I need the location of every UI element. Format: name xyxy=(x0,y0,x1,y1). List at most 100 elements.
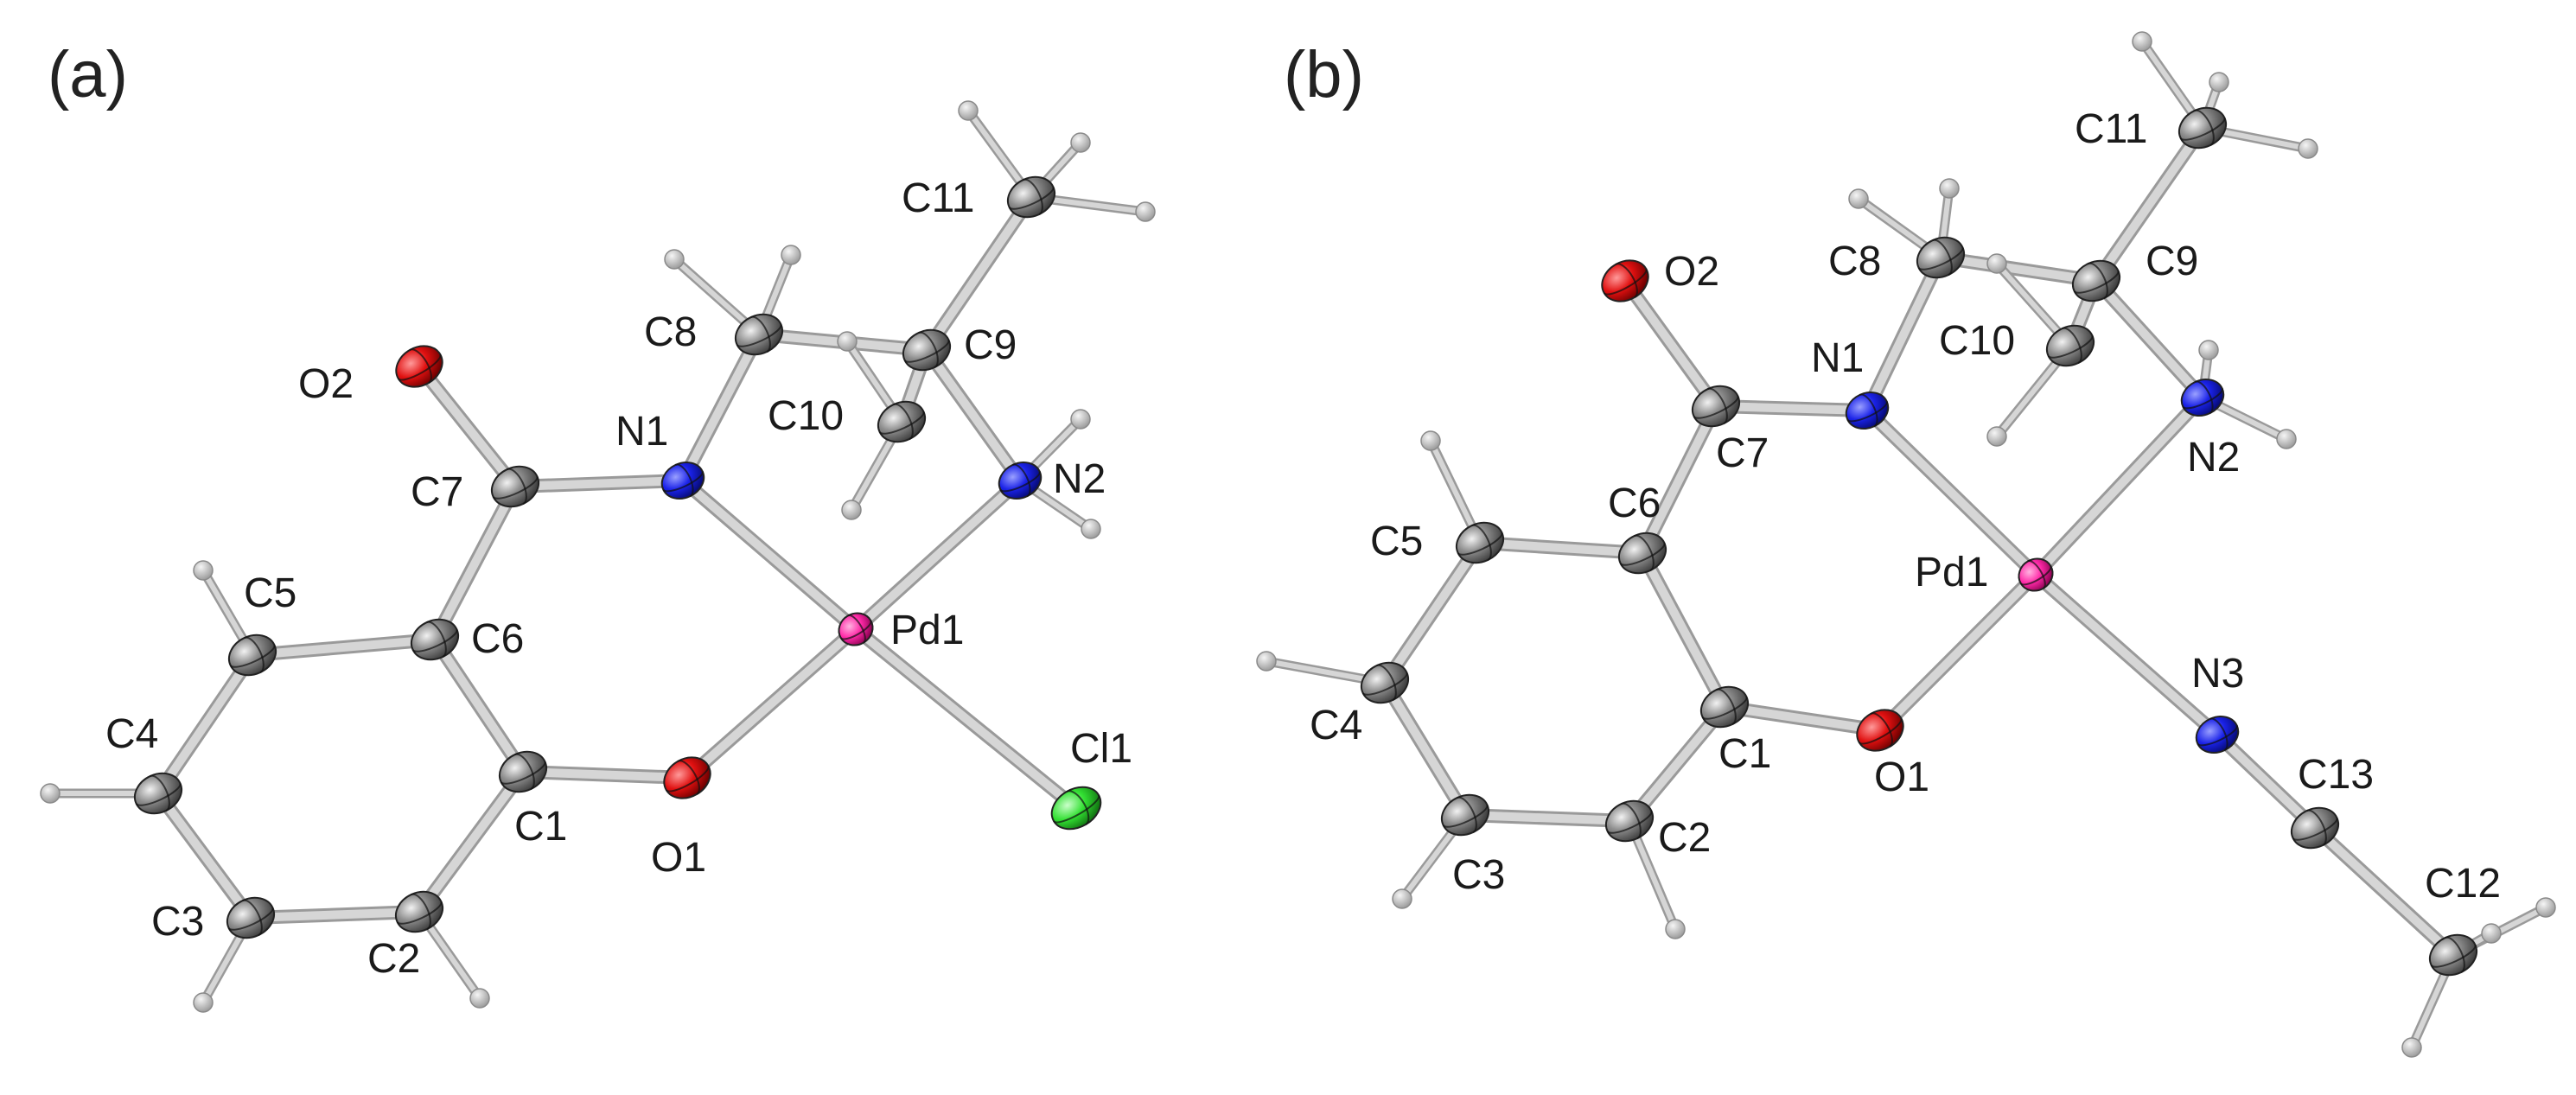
ellipsoid-axis xyxy=(411,628,458,653)
ellipsoid-axis xyxy=(1870,712,1893,748)
ellipsoid-axis xyxy=(2197,725,2238,747)
atom-label-C12: C12 xyxy=(2425,861,2501,907)
atom-label-C9: C9 xyxy=(964,322,1017,368)
ellipsoid-axis xyxy=(1858,717,1903,745)
atom-N3 xyxy=(2195,716,2240,754)
hydrogen-atom xyxy=(958,100,979,121)
atoms-layer xyxy=(133,175,1102,939)
hydrogen-atom xyxy=(1986,253,2007,274)
atom-label-C11: C11 xyxy=(2075,106,2148,152)
hydrogen-atom xyxy=(2209,72,2229,92)
ellipsoid-axis xyxy=(2019,565,2052,586)
atom-label-C9: C9 xyxy=(2146,239,2198,284)
ellipsoid-axis xyxy=(1846,401,1888,423)
ellipsoid-axis xyxy=(2179,117,2226,141)
atom-C11 xyxy=(1006,175,1056,219)
atom-label-O2: O2 xyxy=(1664,249,1719,295)
ellipsoid-axis xyxy=(1693,395,1739,419)
atom-label-C11: C11 xyxy=(902,175,975,221)
ellipsoid-axis xyxy=(1457,532,1503,556)
hydrogen-atom xyxy=(1420,430,1441,451)
bond-highlight-C2-C3 xyxy=(246,907,424,922)
bond-highlight-C7-O2 xyxy=(415,362,520,491)
hydrogen-atom xyxy=(193,992,214,1013)
bond-highlight-N3-C13 xyxy=(2213,730,2319,832)
atom-label-C1: C1 xyxy=(1718,731,1771,777)
ellipsoid-axis xyxy=(1012,463,1031,498)
atom-C3 xyxy=(1440,793,1490,837)
ellipsoid-axis xyxy=(2047,334,2094,359)
atom-C5 xyxy=(1455,521,1505,564)
bond-highlight-C5-C6 xyxy=(1476,538,1647,557)
atom-C13 xyxy=(2290,806,2340,850)
ellipsoid-axis xyxy=(514,753,535,790)
hydrogen-atom xyxy=(1392,888,1412,909)
hydrogen-atom xyxy=(469,988,490,1009)
ellipsoid-axis xyxy=(665,765,710,793)
hydrogens-layer xyxy=(40,100,1156,1013)
atom-N1 xyxy=(1845,392,1890,430)
bond-highlight-C9-N2 xyxy=(2092,277,2207,402)
ellipsoid-axis xyxy=(1361,672,1408,696)
ellipsoid-axis xyxy=(1615,263,1638,298)
hydrogen-atom xyxy=(1848,188,1869,209)
atom-label-N2: N2 xyxy=(1053,456,1106,502)
ellipsoid-axis xyxy=(150,774,170,812)
atom-label-C10: C10 xyxy=(768,393,844,439)
ellipsoid-axis xyxy=(2194,109,2215,146)
hydrogen-atom xyxy=(1939,178,1960,199)
ellipsoid-axis xyxy=(1716,688,1737,725)
atom-C9 xyxy=(902,328,952,372)
ellipsoid-axis xyxy=(918,331,939,368)
ellipsoid-axis xyxy=(903,339,950,363)
ellipsoid-axis xyxy=(2430,944,2477,968)
atom-label-C5: C5 xyxy=(1370,519,1423,564)
atom-C12 xyxy=(2428,933,2478,977)
atom-Pd1 xyxy=(2018,557,2054,592)
hydrogen-atom xyxy=(2481,923,2502,944)
atom-C10 xyxy=(2045,324,2095,367)
ellipsoid-axis xyxy=(1442,804,1489,828)
ellipsoid-axis xyxy=(999,471,1041,493)
bond-highlight-N1-C8 xyxy=(1863,253,1945,415)
atom-label-C7: C7 xyxy=(411,469,463,515)
ellipsoid-axis xyxy=(1023,178,1043,215)
hydrogen-atom xyxy=(1256,651,1277,672)
ellipsoid-axis xyxy=(2182,388,2223,410)
bond-highlight-C4-C5 xyxy=(1380,538,1484,687)
atom-C6 xyxy=(1617,532,1667,575)
hydrogens-layer xyxy=(1256,31,2556,1058)
bond-highlight-C7-O2 xyxy=(1621,277,1720,411)
ellipsoid-axis xyxy=(244,636,265,673)
atom-C7 xyxy=(490,465,540,508)
ellipsoid-axis xyxy=(411,893,431,930)
hydrogen-atom xyxy=(781,245,801,265)
bonds-layer xyxy=(151,190,1083,925)
atom-C2 xyxy=(394,890,444,933)
atom-C2 xyxy=(1604,799,1655,843)
hydrogen-atom xyxy=(2401,1037,2422,1058)
bond-highlight-C6-C7 xyxy=(1638,402,1720,557)
bond-highlight-O1-C1 xyxy=(519,767,692,782)
bond-highlight-C13-C12 xyxy=(2311,824,2458,959)
atom-label-O1: O1 xyxy=(1874,754,1929,800)
hydrogen-atom xyxy=(1070,132,1091,153)
atom-C6 xyxy=(410,618,460,661)
atom-C7 xyxy=(1691,385,1741,428)
atom-C1 xyxy=(498,750,548,793)
atom-label-N1: N1 xyxy=(615,409,668,455)
ellipsoid-axis xyxy=(2209,717,2228,752)
bond-highlight-Pd1-O1 xyxy=(683,625,860,782)
atom-O2 xyxy=(1601,259,1649,302)
ellipsoid-axis xyxy=(409,348,432,384)
bond-highlight-Pd1-N1 xyxy=(1863,406,2040,579)
ellipsoid-axis xyxy=(1707,387,1728,424)
ellipsoid-axis xyxy=(736,323,782,347)
bond-highlight-C3-C4 xyxy=(154,789,255,922)
ellipsoid-axis xyxy=(1606,810,1653,834)
bond-highlight-C1-C2 xyxy=(1625,703,1729,825)
bond-highlight-C5-C6 xyxy=(248,635,439,659)
bond-highlight-C6-C1 xyxy=(430,635,527,776)
